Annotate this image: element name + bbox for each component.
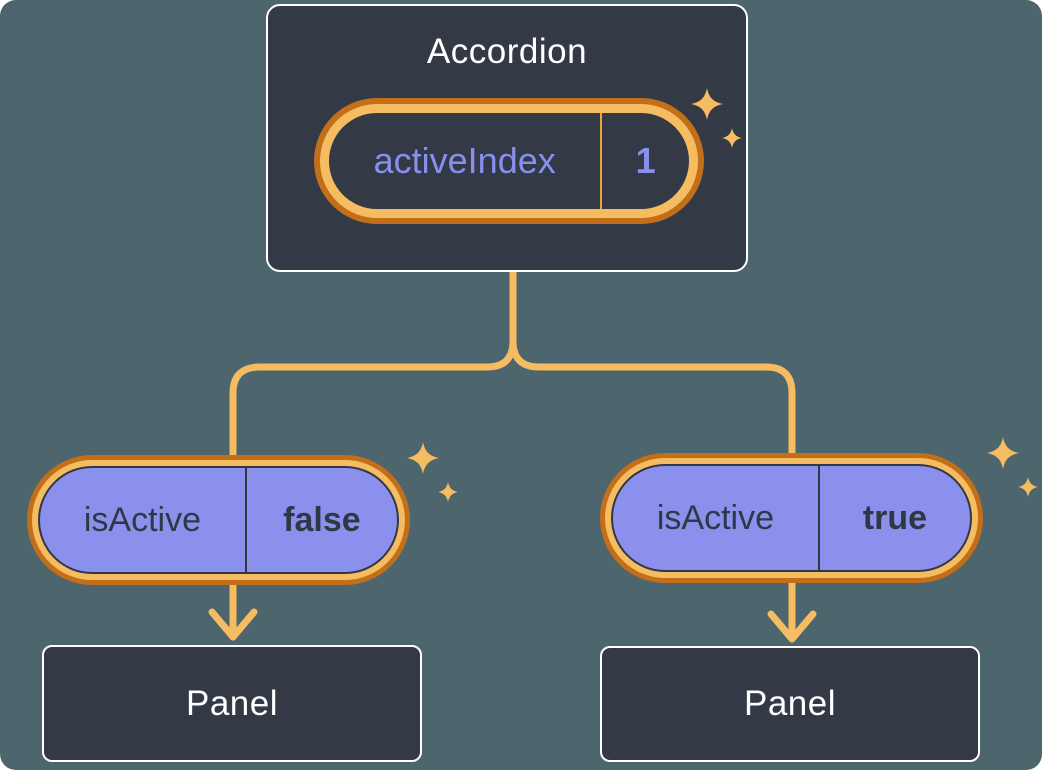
prop-pill-left-inner-ring: isActive false	[32, 460, 405, 580]
prop-pill-right-core: isActive true	[611, 464, 972, 572]
sparkle-icon	[987, 437, 1038, 497]
prop-pill-left-value: false	[244, 468, 397, 572]
state-pill-inner-ring: activeIndex 1	[320, 104, 698, 218]
state-pill-core: activeIndex 1	[329, 113, 689, 209]
panel-component-box-right: Panel	[600, 646, 980, 762]
arrowhead-down-left-icon	[208, 608, 258, 641]
prop-pill-right-value: true	[817, 466, 970, 570]
arrowhead-down-right-icon	[767, 610, 817, 643]
sparkle-icon	[407, 442, 458, 502]
prop-pill-right-label: isActive	[656, 498, 774, 537]
state-pill-value: 1	[600, 113, 689, 209]
state-pill-label: activeIndex	[373, 140, 556, 181]
prop-pill-left: isActive false	[27, 455, 410, 585]
accordion-title: Accordion	[426, 32, 588, 71]
prop-pill-left-label: isActive	[83, 500, 201, 539]
prop-pill-right: isActive true	[600, 453, 983, 583]
state-pill: activeIndex 1	[314, 98, 704, 224]
prop-pill-right-inner-ring: isActive true	[605, 458, 978, 578]
panel-component-box-left: Panel	[42, 645, 422, 762]
accordion-component-box: Accordion activeIndex 1	[266, 4, 748, 272]
prop-pill-left-core: isActive false	[38, 466, 399, 574]
